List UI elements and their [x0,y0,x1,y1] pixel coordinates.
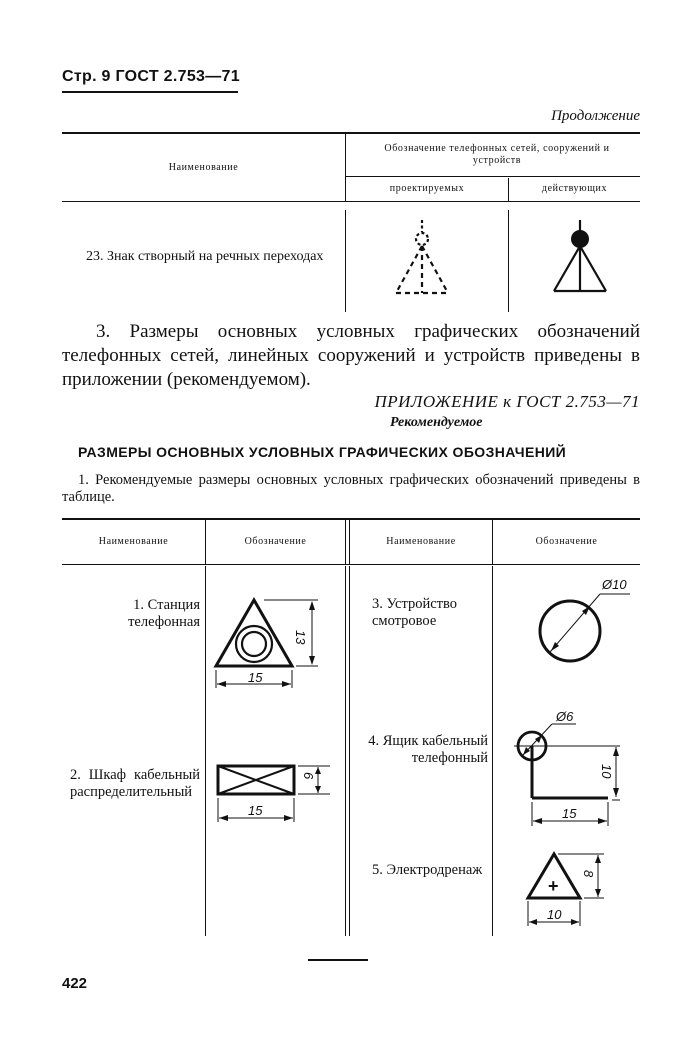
table2-divider-2 [345,566,347,936]
table2-header-divider-2 [345,519,347,565]
dimension-label: Ø10 [601,577,627,592]
table-row: 23. Знак створный на речных переходах [86,249,324,264]
appendix-subtitle: Рекомендуемое [390,415,483,430]
table2-header-name-left: Наименование [98,536,169,547]
table2-header-name-right: Наименование [386,536,456,547]
table1-col-planned: проектируемых [389,183,465,194]
dimension-label: 15 [248,803,263,818]
table2-header-divider-1 [205,519,207,565]
dimension-label: 10 [547,907,562,922]
appendix-title: ПРИЛОЖЕНИЕ к ГОСТ 2.753—71 [374,392,640,411]
dimension-label: 13 [293,630,308,645]
inspection-device-symbol: Ø10 [538,577,630,663]
table1-divider-a [345,134,347,202]
table2-divider-1 [205,566,207,936]
cable-cabinet-symbol: 6 15 [216,764,330,822]
list-item: 3. Устройство смотровое [372,596,458,629]
table2-header-symbol-left: Обозначение [244,536,307,547]
table1-subheader-rule [346,176,640,177]
range-marker-existing-symbol [553,220,607,293]
table1-col-existing: действующих [541,183,608,194]
cable-box-symbol: Ø6 10 15 [514,709,620,826]
section-title: РАЗМЕРЫ ОСНОВНЫХ УСЛОВНЫХ ГРАФИЧЕСКИХ ОБ… [78,444,567,460]
list-item: 2. Шкаф кабельный распределительный [70,767,200,800]
header-rule [62,91,238,93]
table1-col-name: Наименование [168,162,239,173]
list-item: 5. Электродренаж [372,862,483,878]
table1-divider-b [508,178,510,202]
table1-col-symbol-group: Обозначение телефонных сетей, сооружений… [384,143,610,166]
dimension-label: Ø6 [555,709,574,724]
dimension-label: 6 [301,772,316,780]
telephone-station-symbol: 13 15 [213,596,318,688]
table2-header-symbol-right: Обозначение [535,536,598,547]
table2-header-rule [62,564,640,566]
continuation-label: Продолжение [551,108,640,124]
electrodrainage-symbol: + 8 10 [525,851,604,926]
dimension-label: 15 [248,670,263,685]
table2-header-divider-3 [492,519,494,565]
page-number: 422 [62,975,88,992]
list-item: 4. Ящик кабельный телефонный [368,733,488,766]
table2-divider-3 [492,566,494,936]
table2-divider-2b [349,566,351,936]
page-header: Стр. 9 ГОСТ 2.753—71 [62,68,240,85]
intro-text: 1. Рекомендуемые размеры основных условн… [62,472,640,505]
table1-row-divider-a [345,210,347,312]
dimension-label: 8 [581,870,596,878]
plus-icon: + [548,876,559,896]
table2-top-rule [62,518,640,520]
table1-header-bottom-rule [62,201,640,203]
footer-rule [308,959,368,961]
dimension-label: 15 [562,806,577,821]
table1-top-rule [62,132,640,134]
table1-row-divider-b [508,210,510,312]
table2-header-divider-2b [349,519,351,565]
dimension-label: 10 [599,764,614,779]
paragraph-3: 3. Размеры основных условных графических… [62,321,640,390]
range-marker-planned-symbol [395,220,449,295]
list-item: 1. Станция телефонная [128,597,200,630]
